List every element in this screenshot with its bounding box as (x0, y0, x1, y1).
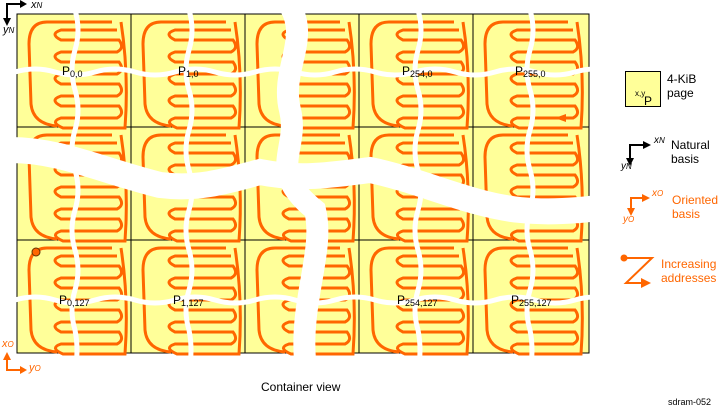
legend-increasing-addresses-icon (620, 254, 655, 288)
legend-oriented-y-label: yO (623, 214, 635, 225)
page-label-255-0: P255,0 (515, 64, 546, 79)
page-label-254-127: P254,127 (397, 293, 438, 308)
legend-natural-x-label: xN (654, 135, 665, 146)
legend-oriented-icon (627, 194, 650, 216)
page-label-1-127: P1,127 (173, 293, 204, 308)
top-y-axis-label: yN (3, 24, 15, 36)
address-curves (27, 20, 584, 356)
page-label-0-0: P0,0 (62, 64, 83, 79)
natural-basis-axes (3, 0, 27, 26)
omission-breaks (9, 0, 622, 371)
oriented-basis-axes (3, 352, 27, 374)
bottom-y-axis-label: yO (29, 362, 41, 374)
diagram-caption: Container view (261, 380, 341, 394)
bottom-x-axis-label: xO (2, 338, 14, 350)
legend-natural-y-label: yN (621, 161, 632, 172)
page-label-255-127: P255,127 (511, 293, 552, 308)
page-label-1-0: P1,0 (178, 64, 199, 79)
top-x-axis-label: xN (31, 0, 43, 11)
legend-natural-icon (626, 141, 651, 166)
page-label-0-127: P0,127 (59, 293, 90, 308)
page-label-254-0: P254,0 (402, 64, 433, 79)
figure-id: sdram-052 (668, 397, 712, 407)
legend-oriented-x-label: xO (652, 188, 664, 199)
